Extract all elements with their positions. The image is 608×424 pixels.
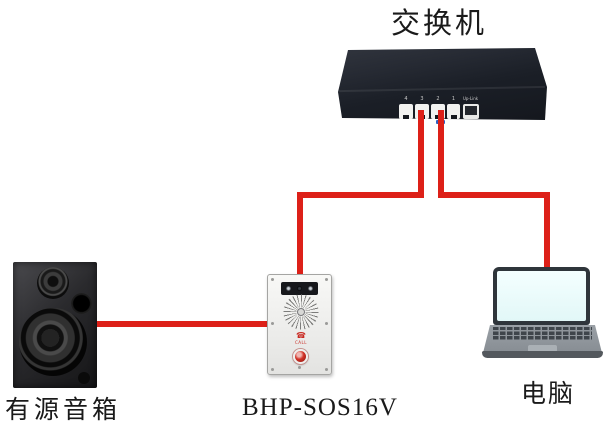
call-label-cluster: ☎ CALL [290, 331, 312, 346]
intercom-label: BHP-SOS16V [242, 394, 398, 421]
speaker-foot-icon [78, 372, 90, 384]
port-label-2: 2 [436, 96, 440, 102]
screw-icon [271, 368, 274, 371]
port-notch [403, 115, 409, 119]
cable-intercom-to-speaker [95, 321, 267, 327]
port-notch [450, 115, 457, 119]
laptop-keyboard [493, 327, 592, 341]
laptop-base [483, 325, 602, 353]
grille-center-icon [297, 308, 305, 316]
woofer-icon [19, 308, 87, 376]
call-button-icon [293, 349, 308, 364]
ethernet-port-icon [399, 104, 413, 119]
laptop-trackpad [528, 345, 557, 352]
laptop-label: 电脑 [521, 381, 576, 408]
screw-icon [325, 322, 328, 325]
camera-lens-icon [297, 286, 302, 291]
switch-label: 交换机 [391, 8, 488, 40]
port-label-uplink: Up-Link [462, 96, 479, 101]
screw-icon [325, 368, 328, 371]
screw-icon [271, 322, 274, 325]
cable-switch-to-intercom-horizontal [297, 192, 424, 198]
ir-led-icon [308, 286, 313, 291]
port-opening [465, 106, 477, 115]
call-text: CALL [295, 340, 307, 345]
cable-switch-to-laptop-vertical [438, 110, 444, 198]
speaker-label: 有源音箱 [5, 397, 122, 424]
screw-icon [325, 278, 328, 281]
screw-icon [298, 366, 301, 369]
port-label-3: 3 [420, 96, 424, 102]
screw-icon [271, 278, 274, 281]
cable-switch-to-intercom-vertical [418, 110, 424, 198]
phone-icon: ☎ [296, 331, 306, 340]
uplink-port-icon [463, 104, 479, 119]
intercom-image: ☎ CALL [267, 274, 332, 375]
port-label-4: 4 [404, 96, 408, 102]
laptop-image [482, 264, 603, 361]
camera-window [281, 282, 318, 295]
switch-image: 4 3 2 1 Up-Link [336, 44, 548, 124]
laptop-screen [493, 267, 590, 325]
ir-led-icon [286, 286, 291, 291]
laptop-display [497, 271, 586, 321]
cable-switch-to-laptop-horizontal [438, 192, 550, 198]
laptop-bottom-edge [482, 351, 603, 358]
bass-port-icon [71, 293, 92, 314]
ethernet-port-icon [447, 104, 460, 119]
tweeter-icon [37, 267, 69, 299]
speaker-image [13, 262, 97, 388]
port-label-1: 1 [451, 96, 456, 102]
cable-switch-to-laptop-drop [544, 196, 550, 273]
cable-switch-to-intercom-drop [297, 196, 303, 276]
